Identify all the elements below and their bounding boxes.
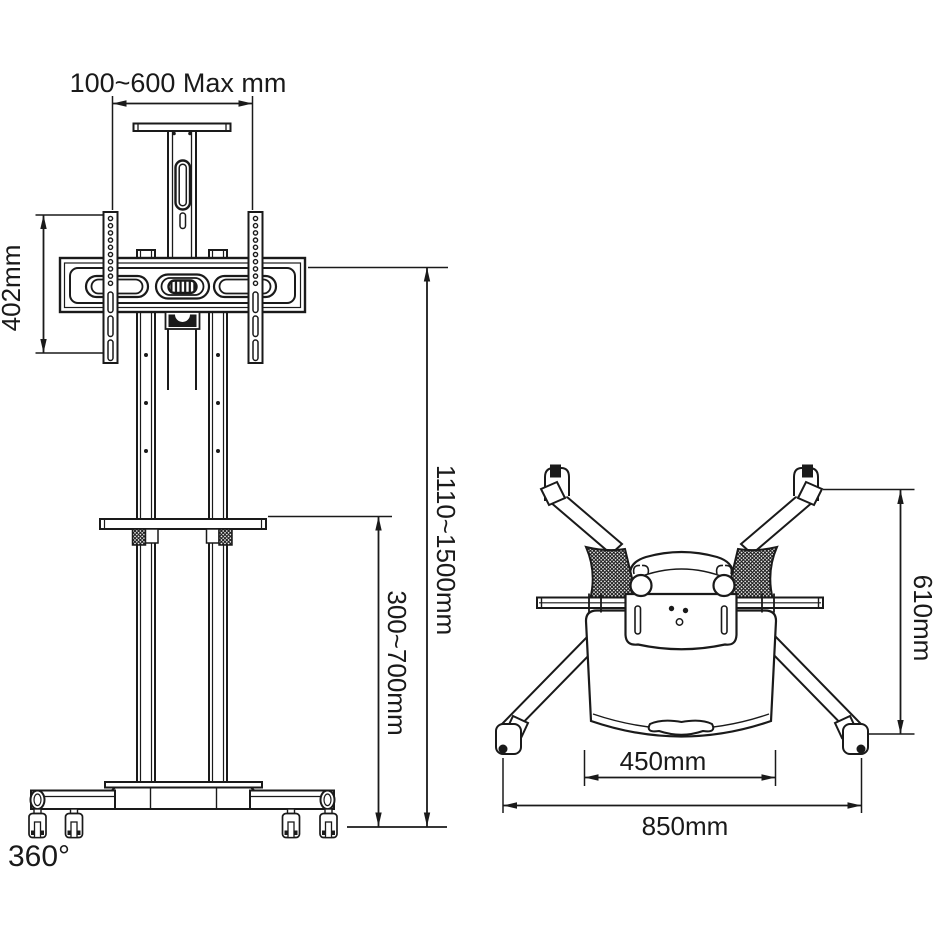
center-slot-grip [167,279,198,295]
left-base-tube [29,789,116,811]
overall-height-label: 1110~1500mm [431,465,461,635]
caster [28,808,47,839]
upper-left-leg [539,464,624,556]
center-mount-plate [624,592,738,651]
caster-wheel-top [802,464,813,478]
t-bar [132,122,232,132]
right-knob [712,564,736,598]
front-casters [28,808,338,839]
dim-mount-width [111,96,254,210]
screw-dot [188,131,192,136]
caster-swivel-label: 360° [8,840,70,873]
dim-base-depth [823,488,915,735]
lower-right-caster [833,714,869,755]
upper-right-leg [739,464,824,556]
mount-width-label: 100~600 Max mm [70,68,287,98]
mount-plate [58,256,307,314]
bracket-height-label: 402mm [0,245,26,332]
shelf-clamp [131,528,147,546]
middle-shelf [99,518,267,546]
shelf-height-label: 300~700mm [382,590,412,735]
top-t-bracket [132,122,232,259]
right-vesa-rail [247,211,264,364]
caster-joint [539,480,567,507]
base-front [28,781,338,839]
right-base-tube [249,789,336,811]
left-vesa-rail [102,211,119,364]
front-view-drawing [28,96,448,839]
shelf-clamp [218,528,233,546]
caster-wheel-top [550,464,561,478]
caster [281,808,301,839]
caster [64,808,84,839]
shelf-handle-cutout [647,719,715,736]
screw-dot [172,131,176,136]
caster-joint [796,480,824,507]
left-knob [629,564,653,598]
right-slot [212,274,278,299]
caster [319,808,338,839]
lower-left-caster [495,714,530,755]
shelf-width-label: 450mm [620,746,707,776]
dim-bracket-height [35,214,103,354]
top-view-drawing [495,464,915,813]
dim-shelf-width [583,750,777,786]
dim-overall-height [308,266,448,828]
dim-shelf-height [268,515,392,827]
base-depth-label: 610mm [908,575,936,662]
center-slot [154,273,211,300]
base-width-label: 850mm [642,811,729,841]
tilt-pivot-bracket [164,311,201,330]
dim-base-width [502,758,863,813]
